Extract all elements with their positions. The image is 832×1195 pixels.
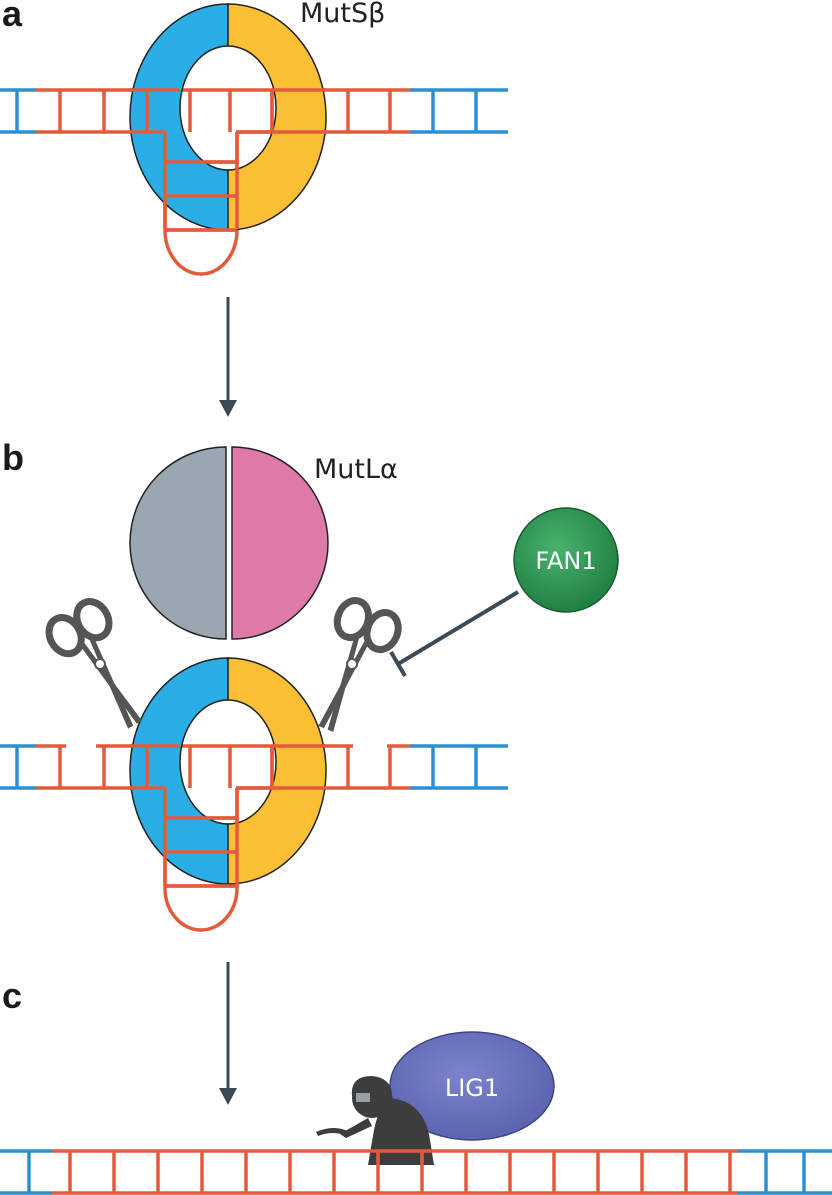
mutlalpha-label: MutLα xyxy=(314,454,398,485)
panel-b: b MutLα FAN1 xyxy=(0,437,619,932)
dna-a-front xyxy=(130,88,326,232)
arrow-b-to-c xyxy=(219,962,237,1105)
mutsbeta-ring-b xyxy=(129,657,327,885)
lig1-node: LIG1 xyxy=(389,1031,555,1141)
fan1-inhibition-line xyxy=(389,590,520,678)
panel-a: a xyxy=(0,0,508,276)
mutlalpha-dimer xyxy=(129,446,329,640)
dna-c-blue-ends xyxy=(0,1149,832,1195)
panel-a-label: a xyxy=(2,0,23,34)
fan1-label: FAN1 xyxy=(535,547,596,575)
panel-c: c LIG1 xyxy=(0,975,832,1195)
welder-worker-icon xyxy=(316,1076,434,1165)
dna-c-red-strands xyxy=(52,1149,738,1195)
dna-b-blue-ends xyxy=(0,744,508,790)
dna-b-front xyxy=(130,744,326,888)
dna-duplex-c xyxy=(0,1149,832,1195)
mutsbeta-ring xyxy=(129,3,327,231)
arrow-a-to-b xyxy=(219,297,237,417)
panel-c-label: c xyxy=(2,975,22,1016)
dna-a-blue-ends xyxy=(0,88,508,134)
lig1-label: LIG1 xyxy=(445,1074,499,1102)
mutsbeta-label: MutSβ xyxy=(300,0,385,29)
scissors-icon-left xyxy=(45,598,142,729)
scissors-icon-right xyxy=(318,597,402,732)
fan1-node: FAN1 xyxy=(513,507,619,613)
panel-b-label: b xyxy=(2,437,24,478)
